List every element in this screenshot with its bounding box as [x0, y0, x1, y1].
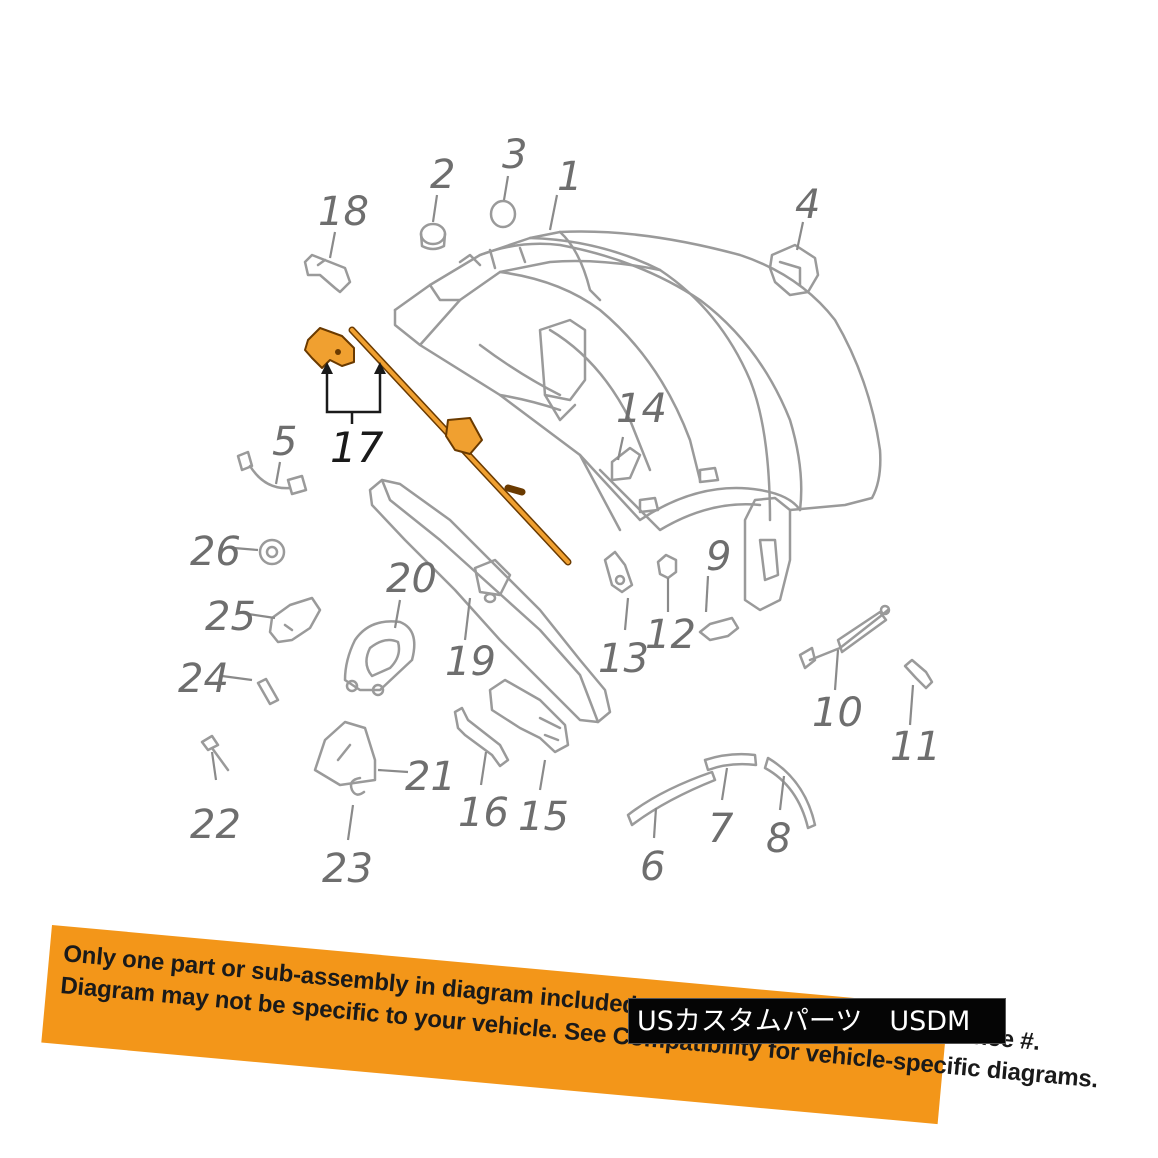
part-17-highlighted: [304, 326, 572, 566]
part-13: [603, 550, 634, 594]
callout-24: 24: [178, 656, 229, 702]
part-26: [258, 538, 286, 566]
callout-4: 4: [795, 182, 820, 228]
callout-14: 14: [616, 386, 667, 432]
part-3-cap: [489, 199, 517, 229]
callout-23: 23: [322, 846, 373, 892]
callout-15: 15: [518, 794, 569, 840]
part-7-seal: [703, 752, 758, 772]
callout-19: 19: [445, 639, 496, 685]
part-18: [303, 253, 352, 294]
callout-1: 1: [557, 154, 582, 200]
part-23: [349, 776, 366, 796]
callout-12: 12: [645, 612, 696, 658]
callout-22: 22: [190, 802, 241, 848]
part-1-top-frame: [393, 230, 882, 612]
callout-5: 5: [272, 419, 297, 465]
callout-18: 18: [318, 189, 369, 235]
part-20: [343, 620, 416, 697]
callout-11: 11: [890, 724, 941, 770]
part-8-seal: [763, 756, 817, 830]
part-19: [368, 478, 612, 724]
callout-25: 25: [205, 594, 256, 640]
part-15: [488, 678, 570, 754]
callout-6: 6: [640, 844, 665, 890]
callout-21: 21: [405, 754, 456, 800]
callout-26: 26: [190, 529, 241, 575]
callout-9: 9: [706, 534, 731, 580]
part-10-strut: [798, 604, 891, 670]
part-22: [200, 734, 230, 772]
part-21: [313, 720, 377, 787]
part-2-cap: [419, 222, 447, 251]
callout-2: 2: [430, 152, 455, 198]
callout-16: 16: [458, 790, 509, 836]
part-12: [656, 553, 678, 580]
callout-8: 8: [766, 816, 791, 862]
watermark-label: USカスタムパーツ USDM: [628, 998, 1006, 1044]
callout-labels: 1 2 3 4 5 6 7 8 9 10 11 12 13 14 15 16 1…: [178, 132, 941, 892]
part-16: [453, 706, 510, 768]
part-9: [698, 616, 740, 642]
part-6-seal: [626, 770, 717, 827]
part-25: [268, 596, 322, 644]
callout-20: 20: [386, 556, 437, 602]
part-14: [610, 446, 642, 482]
part-5-wire: [236, 450, 308, 496]
part-4: [768, 243, 820, 297]
callout-3: 3: [502, 132, 527, 178]
callout-13: 13: [598, 636, 649, 682]
callout-10: 10: [812, 690, 863, 736]
callout-17: 17: [330, 423, 384, 472]
leader-lines: [210, 175, 915, 841]
part-24: [256, 677, 280, 706]
part-11: [903, 658, 934, 690]
callout-7: 7: [708, 806, 734, 852]
